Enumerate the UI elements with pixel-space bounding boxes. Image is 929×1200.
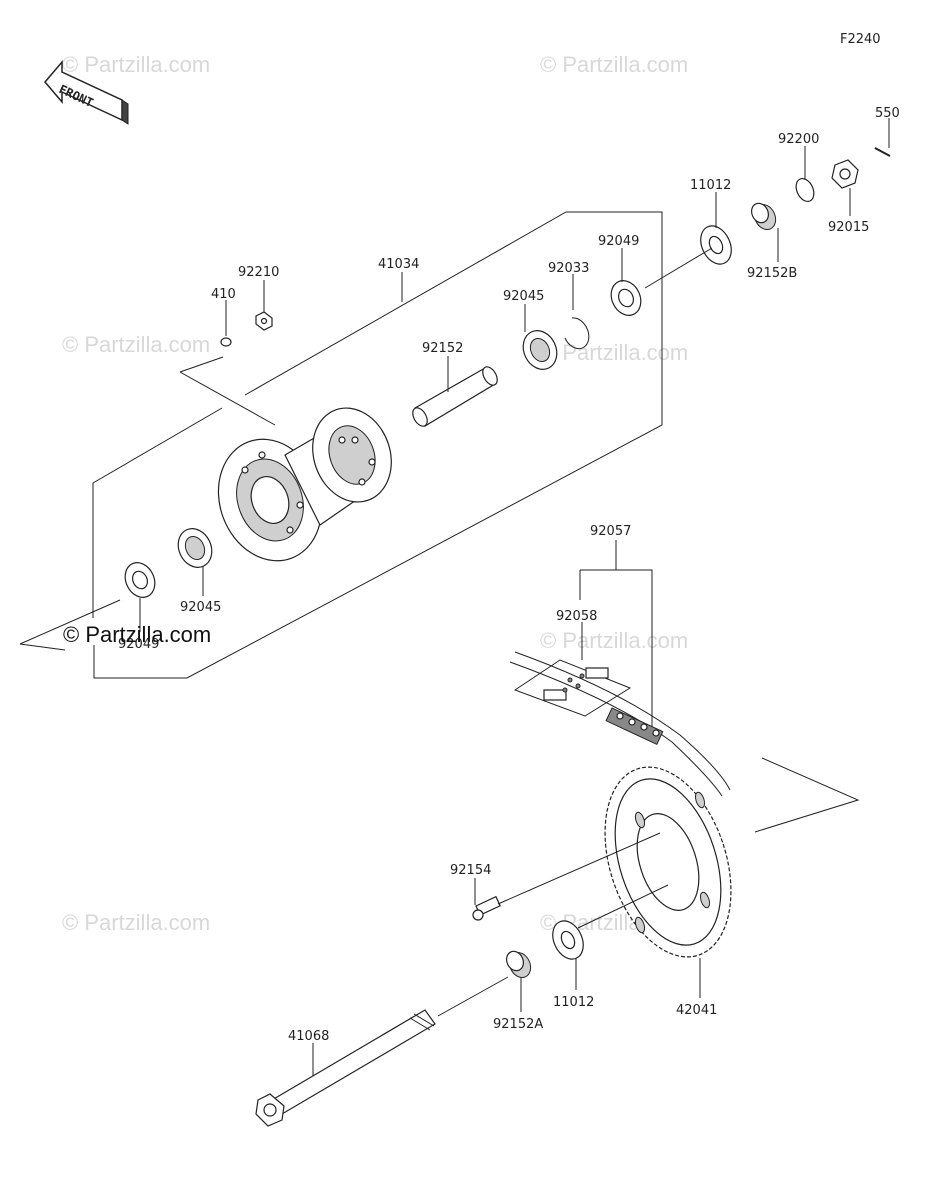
drive-chain (509, 569, 731, 797)
label-410: 410 (211, 287, 236, 302)
label-42041: 42041 (676, 1003, 717, 1018)
collar-92152B (751, 202, 777, 231)
label-92152: 92152 (422, 341, 463, 356)
bearing-92045-bottom (177, 528, 213, 568)
label-41068: 41068 (288, 1029, 329, 1044)
chain-links (605, 707, 664, 746)
leader-lines (139, 118, 890, 1076)
part-labels: 550 92200 92015 11012 92152B 92049 92033… (118, 106, 900, 1044)
watermarks: © Partzilla.com © Partzilla.com © Partzi… (62, 52, 688, 935)
rear-sprocket-42041 (604, 757, 860, 958)
hub-assembly-outline (19, 211, 663, 679)
label-92152B: 92152B (747, 266, 797, 281)
washer-11012-bottom (552, 884, 669, 960)
watermark: © Partzilla.com (540, 52, 688, 77)
label-92200: 92200 (778, 132, 819, 147)
label-92045-bottom: 92045 (180, 600, 221, 615)
washer-410 (220, 337, 232, 347)
rear-hub (217, 407, 392, 562)
label-11012-bottom: 11012 (553, 995, 594, 1010)
oil-seal-92049-bottom (124, 562, 156, 598)
label-92210: 92210 (238, 265, 279, 280)
label-92033: 92033 (548, 261, 589, 276)
watermark: © Partzilla.com (62, 52, 210, 77)
label-41034: 41034 (378, 257, 419, 272)
collar-92152A (506, 950, 532, 979)
label-92152A: 92152A (493, 1017, 543, 1032)
label-92154: 92154 (450, 863, 491, 878)
watermark: © Partzilla.com (540, 628, 688, 653)
bearing-92045-top (522, 330, 558, 370)
washer-92200 (795, 178, 815, 202)
master-link (543, 667, 609, 701)
label-550: 550 (875, 106, 900, 121)
axle-41068 (255, 976, 509, 1127)
label-11012-top: 11012 (690, 178, 731, 193)
watermark: © Partzilla.com (62, 910, 210, 935)
watermark-main: © Partzilla.com (63, 622, 211, 647)
label-92049-bottom: 92049 (118, 637, 159, 652)
spacer-tube-92152 (412, 366, 498, 427)
cotter-pin-550 (874, 147, 891, 157)
figure-code: F2240 (840, 32, 881, 47)
nut-92210 (255, 311, 273, 331)
watermark: © Partzilla.com (540, 340, 688, 365)
label-92057: 92057 (590, 524, 631, 539)
label-92058: 92058 (556, 609, 597, 624)
watermark: © Partzilla.com (62, 332, 210, 357)
label-92045-top: 92045 (503, 289, 544, 304)
nut-92015 (831, 159, 859, 189)
circlip-92033 (564, 317, 590, 350)
washer-11012-top (700, 225, 732, 265)
label-92015: 92015 (828, 220, 869, 235)
label-92049-top: 92049 (598, 234, 639, 249)
bolt-92154 (472, 832, 661, 921)
oil-seal-92049-top (610, 280, 642, 316)
